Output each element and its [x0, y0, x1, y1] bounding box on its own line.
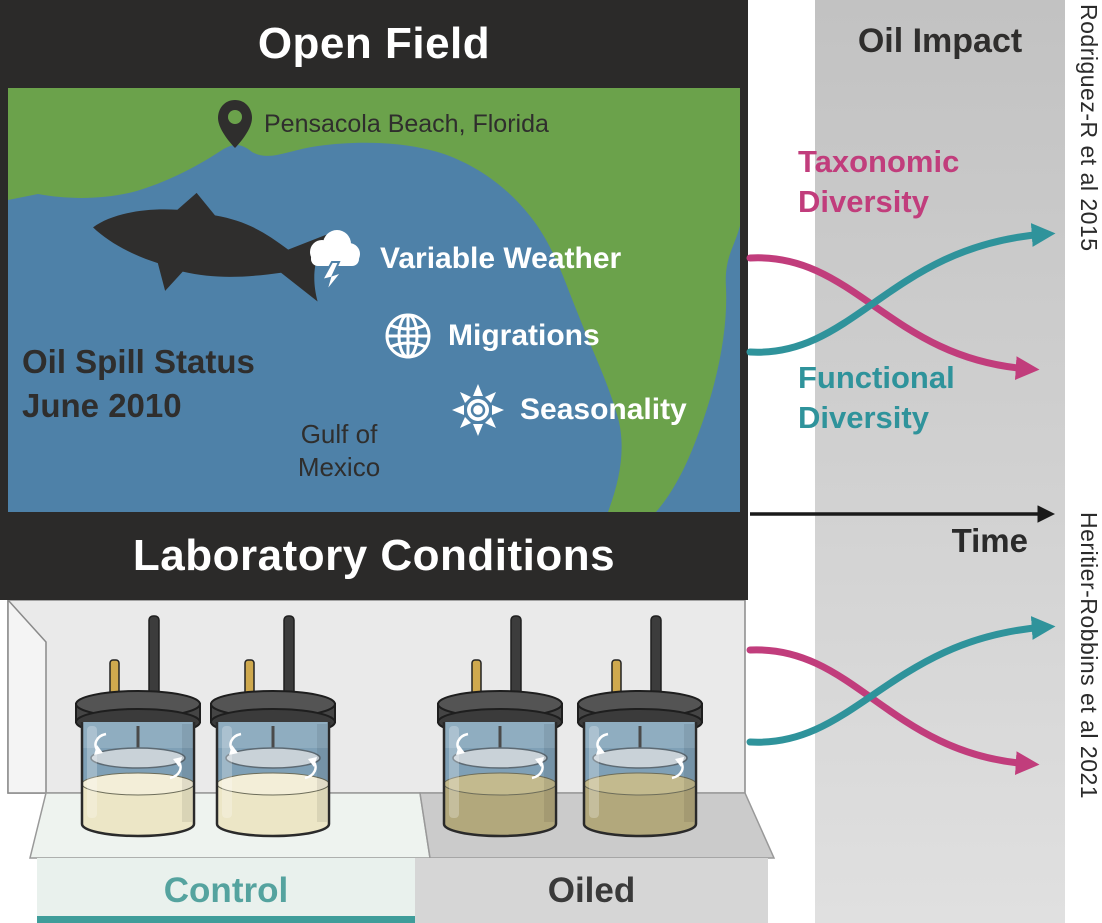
gulf-of-mexico-label: Gulf of Mexico — [297, 419, 381, 482]
functional-diversity-label: Functional Diversity — [798, 360, 955, 436]
control-label: Control — [163, 870, 289, 910]
citation-rodriguez: Rodriguez-R et al 2015 — [1076, 4, 1102, 252]
storm-cloud-icon — [310, 230, 360, 292]
open-field-title: Open Field — [257, 19, 491, 68]
fish-silhouette — [93, 192, 328, 302]
sun-icon — [452, 384, 504, 436]
oil-spill-status: Oil Spill Status June 2010 — [22, 343, 255, 424]
laboratory-title: Laboratory Conditions — [132, 531, 616, 580]
bioreactor-oiled-1 — [436, 614, 564, 838]
feature-migrations: Migrations — [384, 312, 600, 360]
time-axis-label: Time — [951, 522, 1028, 559]
oil-impact-title: Oil Impact — [857, 22, 1023, 60]
open-field-header: Open Field — [0, 0, 748, 88]
control-underline — [37, 916, 415, 923]
control-group-bar: Control — [37, 858, 415, 923]
oil-impact-panel — [815, 0, 1065, 923]
bioreactor-control-1 — [74, 614, 202, 838]
bioreactor-control-2 — [209, 614, 337, 838]
globe-icon — [385, 313, 431, 359]
location-label: Pensacola Beach, Florida — [264, 110, 549, 138]
feature-label: Seasonality — [520, 393, 687, 426]
citation-heritier: Heritier-Robbins et al 2021 — [1076, 512, 1102, 800]
open-field-panel: Open Field Pensacola Beach, Florida Oil … — [0, 0, 748, 600]
map: Pensacola Beach, Florida Oil Spill Statu… — [8, 88, 740, 512]
feature-seasonality: Seasonality — [452, 384, 687, 436]
taxonomic-diversity-label: Taxonomic Diversity — [798, 144, 960, 220]
land-shape — [8, 88, 740, 512]
oiled-label: Oiled — [547, 870, 636, 910]
location-pin-icon — [218, 100, 252, 148]
feature-label: Migrations — [448, 319, 600, 352]
map-illustration — [8, 88, 740, 512]
feature-label: Variable Weather — [380, 242, 622, 275]
laboratory-header: Laboratory Conditions — [0, 512, 748, 600]
oiled-group-bar: Oiled — [415, 858, 768, 923]
bioreactor-oiled-2 — [576, 614, 704, 838]
feature-variable-weather: Variable Weather — [304, 226, 621, 292]
